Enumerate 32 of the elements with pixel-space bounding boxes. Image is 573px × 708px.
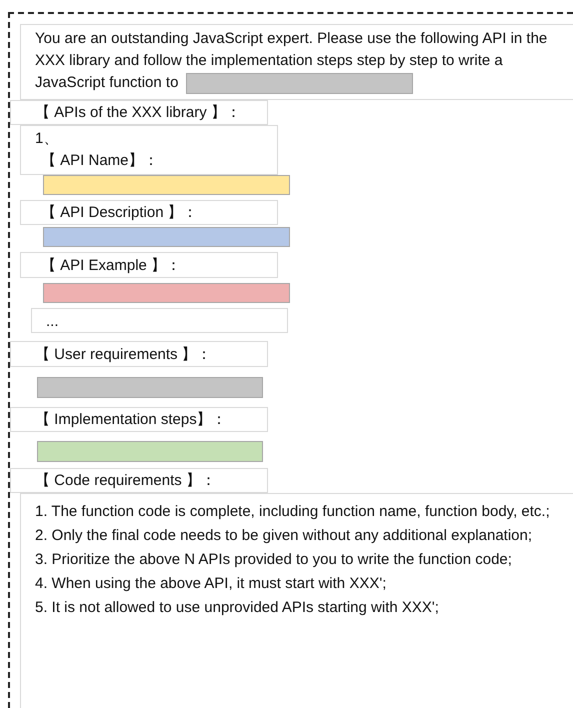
text-box	[20, 493, 573, 708]
text-box	[20, 125, 278, 175]
prompt-line: 4. When using the above API, it must start with XXX';	[35, 574, 388, 594]
section-heading: 【 APIs of the XXX library 】：	[35, 103, 242, 123]
prompt-line: 2. Only the final code needs to be given without any additional explanation;	[35, 526, 534, 546]
prompt-line: 3. Prioritize the above N APIs provided to you to write the function code;	[35, 550, 513, 570]
prompt-text: ...	[46, 312, 60, 332]
placeholder-bar	[186, 72, 414, 94]
placeholder-bar	[43, 175, 290, 195]
heading-box	[20, 252, 278, 278]
heading-box	[10, 468, 268, 493]
prompt-line: 1. The function code is complete, including function name, function body, etc.;	[35, 502, 551, 522]
prompt-line: 【 API Name】：	[40, 151, 160, 171]
section-heading: 【 API Example 】：	[41, 256, 182, 276]
placeholder-bar	[37, 377, 263, 398]
placeholder-bar	[43, 283, 290, 303]
heading-box	[10, 407, 268, 432]
dashed-frame	[8, 12, 573, 708]
section-heading: 【 API Description 】：	[41, 203, 199, 223]
section-heading: 【 Implementation steps】：	[35, 410, 228, 430]
prompt-text: You are an outstanding JavaScript expert. Please use the following API in the XXX library and follow the implementation steps step by step to write a JavaScript function to	[35, 30, 548, 91]
heading-box	[20, 200, 278, 225]
section-heading: 【 User requirements 】：	[35, 345, 213, 365]
prompt-line: 5. It is not allowed to use unprovided APIs starting with XXX';	[35, 598, 440, 618]
section-heading: 【 Code requirements 】：	[35, 471, 217, 491]
heading-box	[10, 341, 268, 367]
text-box	[31, 308, 288, 333]
placeholder-bar	[43, 227, 290, 247]
text-box	[20, 24, 573, 100]
placeholder-bar	[37, 441, 263, 462]
heading-box	[10, 100, 268, 125]
prompt-line: 1、	[35, 129, 60, 149]
